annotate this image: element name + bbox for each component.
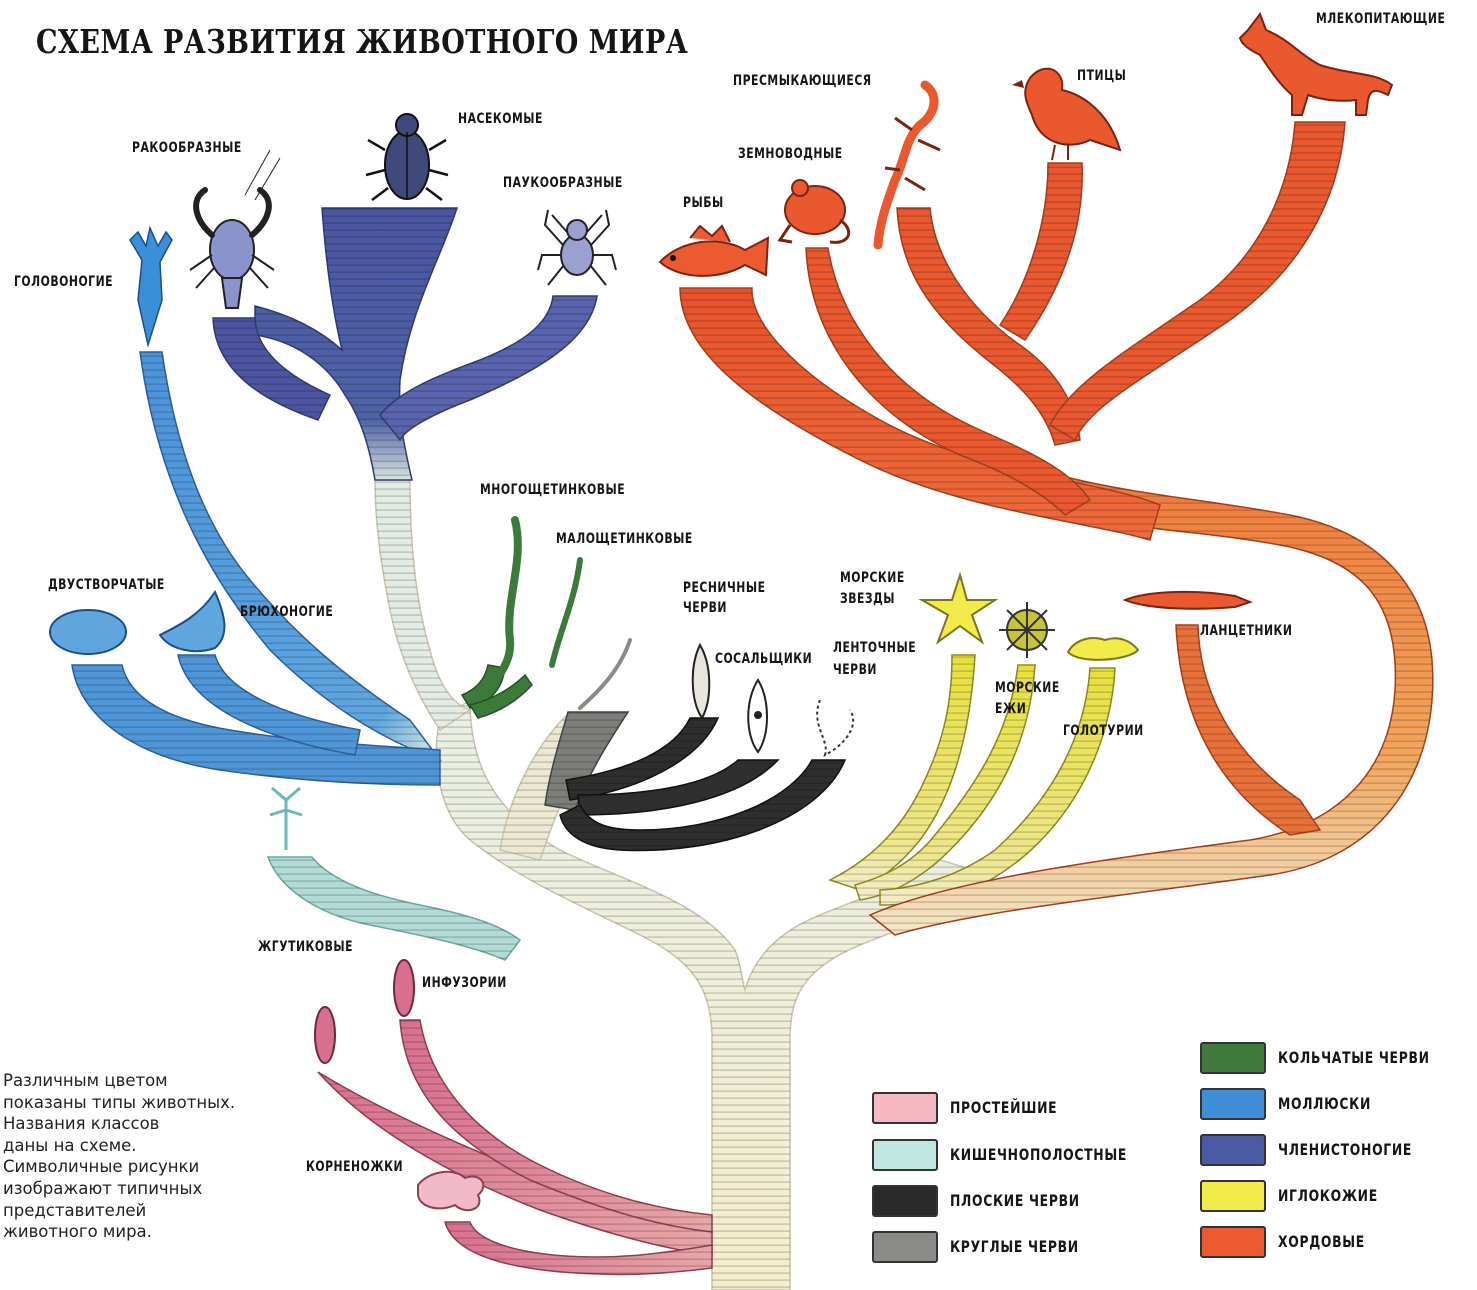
label-goloturii: ГОЛОТУРИИ [1063,723,1144,739]
legend-swatch [1200,1226,1266,1258]
page-title: СХЕМА РАЗВИТИЯ ЖИВОТНОГО МИРА [36,22,689,61]
frog-icon [777,179,851,244]
wolf-icon [1238,11,1394,116]
note-line: изображают типичных [3,1178,203,1198]
legend-swatch [1200,1088,1266,1120]
label-maloshchetinkovye: МАЛОЩЕТИНКОВЫЕ [556,531,693,547]
legend-swatch [1200,1180,1266,1212]
label-lentochnye-1: ЛЕНТОЧНЫЕ [833,640,917,656]
fluke-icon [747,678,768,754]
legend-swatch [1200,1134,1266,1166]
legend-label: КРУГЛЫЕ ЧЕРВИ [950,1237,1079,1256]
tapeworm-icon [816,699,855,757]
branch-arthropods [212,207,598,481]
legend-label: ПЛОСКИЕ ЧЕРВИ [950,1191,1080,1210]
snail-icon [158,589,226,653]
oligochaete-icon [549,557,583,668]
label-zhgutikovye: ЖГУТИКОВЫЕ [258,939,354,955]
note-line: показаны типы животных. [3,1092,236,1112]
label-morskie-zvezdy-1: МОРСКИЕ [840,570,905,586]
sea-cucumber-icon [1066,637,1140,661]
branch-protozoa [317,1019,713,1276]
planarian-icon [691,642,711,720]
label-paukoobraznye: ПАУКООБРАЗНЫЕ [503,175,623,191]
note-line: Различным цветом [3,1071,168,1090]
branch-chordates [679,121,1434,936]
branch-coelenterata [266,856,522,961]
legend-swatch [872,1231,938,1263]
legend-swatch [872,1185,938,1217]
amoeba-icon [417,1170,485,1212]
label-infuzorii: ИНФУЗОРИИ [422,975,507,991]
note-line: животного мира. [3,1222,152,1242]
branch-flatworms [559,717,847,852]
hydra-icon [269,786,303,850]
polychaete-icon [484,516,522,694]
legend-label: ПРОСТЕЙШИЕ [950,1098,1058,1117]
legend-label: КОЛЬЧАТЫЕ ЧЕРВИ [1278,1048,1430,1067]
label-resnichnye-1: РЕСНИЧНЫЕ [683,580,766,596]
starfish-icon [918,571,999,645]
label-bryukhonogie: БРЮХОНОГИЕ [240,604,334,620]
bird-icon [1012,67,1122,161]
label-mnogoshchetinkovye: МНОГОЩЕТИНКОВЫЕ [480,482,626,498]
legend-swatch [872,1139,938,1171]
explanatory-note: Различным цветом показаны типы животных.… [3,1070,303,1243]
note-line: Названия классов [3,1114,160,1134]
legend-swatch [1200,1042,1266,1074]
label-sosalshchiki: СОСАЛЬЩИКИ [715,651,813,667]
note-line: Символичные рисунки [3,1157,200,1177]
label-morskie-ezhi-2: ЕЖИ [995,701,1027,717]
crayfish-icon [189,187,275,309]
roundworm-icon [578,638,632,710]
label-ptitsy: ПТИЦЫ [1077,68,1127,84]
sea-urchin-icon [999,602,1055,658]
squid-icon [129,225,173,348]
label-rakoobraznye: РАКООБРАЗНЫЕ [132,140,242,156]
lizard-icon [873,80,941,250]
beetle-icon [365,113,449,201]
legend-swatch [872,1092,938,1124]
label-presmykayushchiesya: ПРЕСМЫКАЮЩИЕСЯ [733,73,872,89]
note-line: представителей [3,1200,147,1220]
flagellate-icon [314,1006,336,1064]
spider-icon [537,209,617,286]
legend-label: КИШЕЧНОПОЛОСТНЫЕ [950,1145,1127,1164]
pointer-lines [244,149,281,201]
legend-label: ИГЛОКОЖИЕ [1278,1186,1378,1205]
label-lantsetniki: ЛАНЦЕТНИКИ [1200,623,1293,639]
label-golovonogie: ГОЛОВОНОГИЕ [14,274,114,290]
fish-icon [658,224,770,277]
label-zemnovodnye: ЗЕМНОВОДНЫЕ [738,146,843,162]
label-resnichnye-2: ЧЕРВИ [683,600,727,616]
label-morskie-zvezdy-2: ЗВЕЗДЫ [840,591,896,607]
branch-molluscs [71,351,443,786]
legend-label: ХОРДОВЫЕ [1278,1232,1365,1251]
label-morskie-ezhi-1: МОРСКИЕ [995,680,1060,696]
label-dvustvorchatye: ДВУСТВОРЧАТЫЕ [48,577,165,593]
label-lentochnye-2: ЧЕРВИ [833,662,877,678]
legend-label: МОЛЛЮСКИ [1278,1094,1372,1113]
label-ryby: РЫБЫ [683,195,724,211]
clam-icon [49,609,127,655]
ciliate-icon [393,959,415,1017]
branch-echinoderms [828,654,1116,906]
label-kornenozhki: КОРНЕНОЖКИ [306,1159,404,1175]
note-line: даны на схеме. [3,1135,137,1155]
legend-label: ЧЛЕНИСТОНОГИЕ [1278,1140,1413,1159]
label-mlekopitayushchie: МЛЕКОПИТАЮЩИЕ [1316,11,1446,27]
label-nasekomye: НАСЕКОМЫЕ [458,111,543,127]
branch-roundworms [544,711,630,811]
lancelet-icon [1122,590,1253,610]
